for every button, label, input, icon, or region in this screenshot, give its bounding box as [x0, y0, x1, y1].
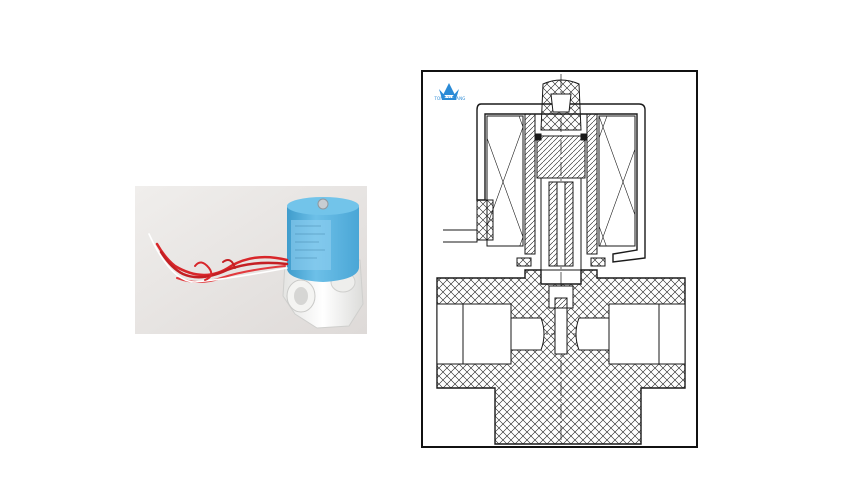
coil-winding-left-outline	[486, 115, 524, 247]
cable-gland	[476, 199, 494, 241]
fixed-core	[536, 135, 586, 179]
valve-port-hole	[294, 287, 308, 305]
brand-logo-text: TONGZHUANG	[434, 96, 466, 101]
valve-seal	[554, 297, 568, 309]
o-ring-top-right	[580, 133, 588, 141]
coil-winding-right-outline	[598, 115, 636, 247]
brand-logo-icon	[439, 83, 459, 100]
cross-section-drawing: TONGZHUANG	[421, 70, 698, 448]
outlet-passage	[575, 317, 610, 351]
o-ring-top-left	[534, 133, 542, 141]
outlet-port-bore	[608, 303, 686, 365]
product-photo	[135, 186, 367, 334]
plunger-bore	[556, 181, 566, 267]
lead-wires	[148, 233, 289, 283]
coil-nut	[317, 198, 329, 210]
valve-orifice	[554, 307, 568, 355]
solenoid-valve-photo	[135, 186, 367, 334]
lead-wire-stub	[443, 229, 478, 243]
inlet-passage	[510, 317, 545, 351]
bobbin-wall-right	[586, 113, 598, 255]
washer-left	[516, 257, 532, 267]
bobbin-wall-left	[524, 113, 536, 255]
washer-right	[590, 257, 606, 267]
coil-housing	[476, 103, 646, 263]
top-nut-bore	[550, 93, 572, 113]
coil-label-lines	[295, 225, 325, 259]
coil-winding-right	[598, 115, 636, 247]
valve-section-svg	[436, 74, 686, 445]
coil-label	[291, 220, 331, 270]
inlet-port-bore	[436, 303, 512, 365]
plunger-tube	[540, 177, 582, 271]
